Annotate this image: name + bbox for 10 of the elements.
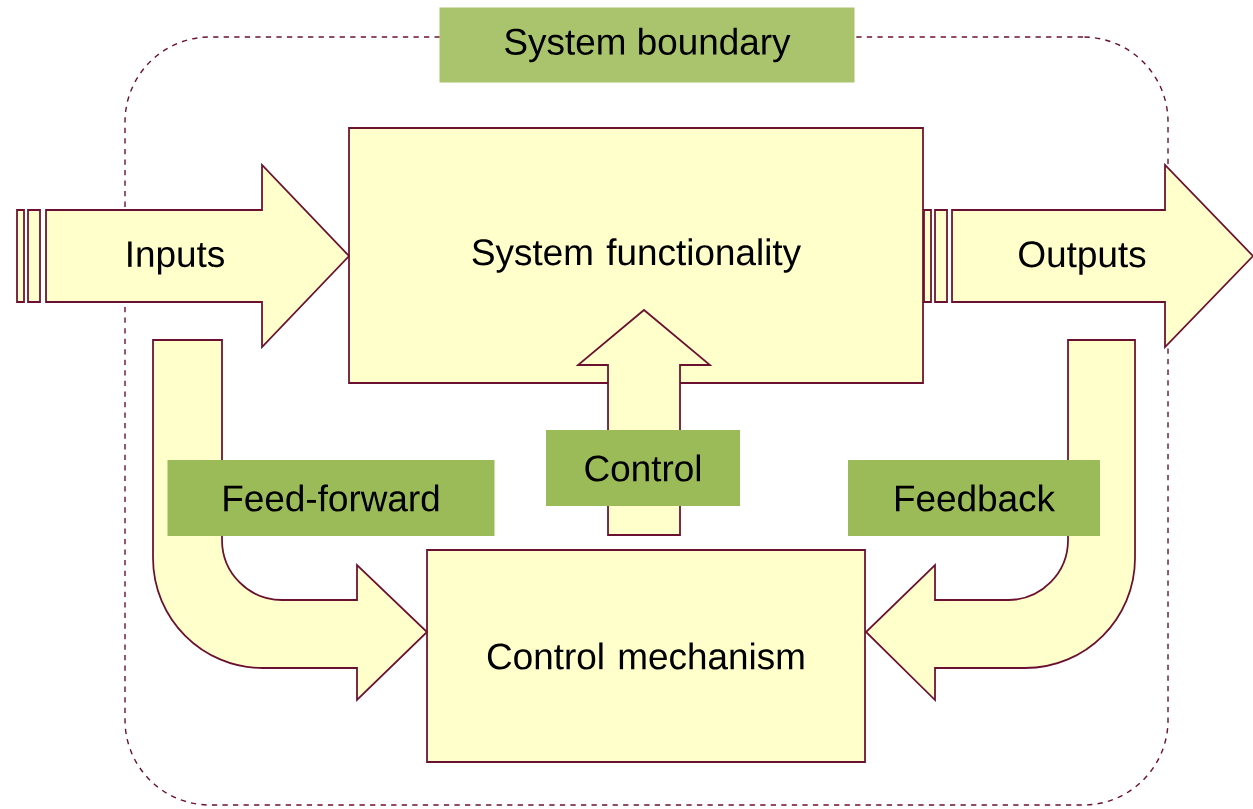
edge-label: Feed-forward: [167, 460, 495, 536]
block-arrow: [16, 162, 351, 350]
edge-label: Feedback: [848, 460, 1100, 536]
block-arrow: [865, 339, 1136, 701]
process-box: Control mechanism: [426, 549, 866, 763]
process-box: System functionality: [348, 127, 924, 384]
edge-label: Control: [546, 430, 740, 506]
edge-label: Outputs: [1019, 241, 1146, 275]
block-arrow: [923, 162, 1253, 350]
edge-label: Inputs: [128, 241, 224, 275]
